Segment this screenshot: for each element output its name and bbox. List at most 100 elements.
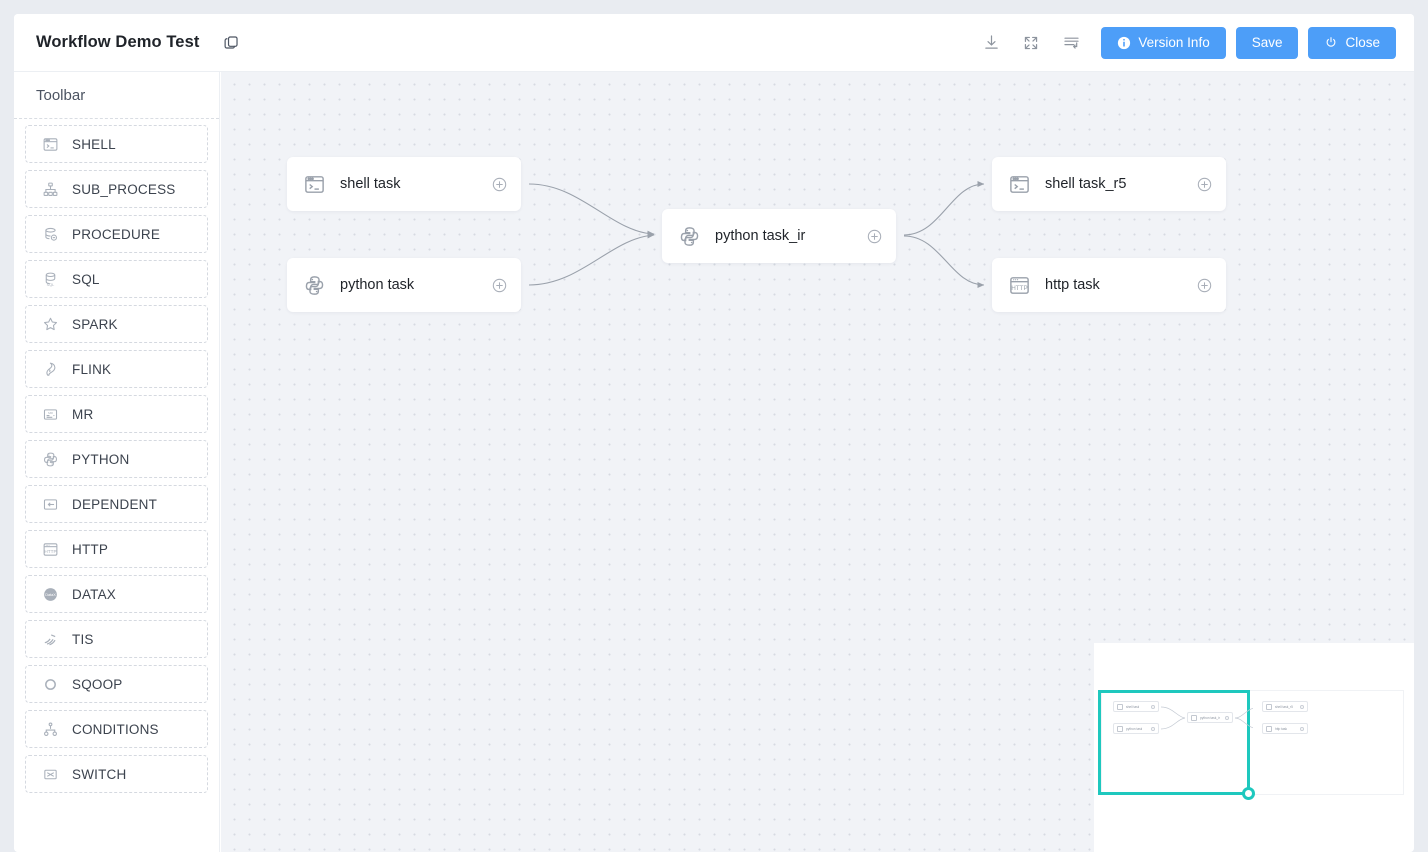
minimap-node: shell task [1113, 701, 1159, 712]
toolbar-item-label: SUB_PROCESS [72, 181, 176, 197]
toolbar-item-sqoop[interactable]: SQOOP [25, 665, 208, 703]
save-label: Save [1251, 35, 1283, 50]
toolbar-item-conditions[interactable]: CONDITIONS [25, 710, 208, 748]
minimap-resize-handle[interactable] [1242, 787, 1255, 800]
node-shell-task[interactable]: shell task [287, 157, 521, 211]
toolbar-item-flink[interactable]: FLINK [25, 350, 208, 388]
copy-icon[interactable] [221, 33, 241, 53]
toolbar-item-tis[interactable]: TIS [25, 620, 208, 658]
minimap-node-icon [1266, 703, 1272, 710]
node-label: shell task_r5 [1045, 176, 1127, 192]
minimap-node-port [1225, 715, 1229, 720]
version-info-button[interactable]: Version Info [1101, 26, 1226, 59]
minimap-node: python task [1113, 723, 1159, 734]
toolbar-item-sub_process[interactable]: SUB_PROCESS [25, 170, 208, 208]
minimap-node-icon [1191, 714, 1197, 721]
toolbar-item-label: PROCEDURE [72, 226, 161, 242]
fullscreen-icon[interactable] [1011, 26, 1051, 60]
header-bar: Workflow Demo Test [14, 14, 1414, 72]
plus-port-icon[interactable] [492, 177, 507, 192]
toolbar-item-procedure[interactable]: PROCEDURE [25, 215, 208, 253]
minimap-node-label: shell task_r5 [1275, 704, 1293, 709]
edge-python-task-ir-to-http-task [903, 235, 985, 289]
spark-icon [40, 314, 60, 334]
toolbar-item-label: SPARK [72, 316, 118, 332]
toolbar-item-label: SQOOP [72, 676, 123, 692]
toolbar-item-spark[interactable]: SPARK [25, 305, 208, 343]
python-icon [301, 272, 327, 298]
toolbar-item-label: DATAX [72, 586, 117, 602]
svg-text:SQL: SQL [46, 282, 54, 286]
minimap-node-port [1300, 726, 1304, 731]
node-label: shell task [340, 176, 401, 192]
toolbar-item-dependent[interactable]: DEPENDENT [25, 485, 208, 523]
edge-python-task-ir-to-shell-task-r5 [903, 180, 985, 236]
header-actions: Version Info Save Close [971, 26, 1396, 60]
node-shell-task-r5[interactable]: shell task_r5 [992, 157, 1226, 211]
shell-icon [40, 134, 60, 154]
toolbar-item-label: CONDITIONS [72, 721, 159, 737]
shell-icon [1006, 171, 1032, 197]
toolbar-divider [14, 118, 219, 119]
plus-port-icon[interactable] [1197, 177, 1212, 192]
minimap-node-icon [1117, 725, 1123, 732]
procedure-icon [40, 224, 60, 244]
minimap-node: python task_ir [1187, 712, 1233, 723]
format-icon[interactable] [1051, 26, 1091, 60]
toolbar-item-label: PYTHON [72, 451, 130, 467]
save-button[interactable]: Save [1235, 26, 1299, 59]
svg-text:MR: MR [48, 410, 54, 414]
toolbar-item-label: SHELL [72, 136, 116, 152]
plus-port-icon[interactable] [867, 229, 882, 244]
toolbar-item-shell[interactable]: SHELL [25, 125, 208, 163]
toolbar-item-python[interactable]: PYTHON [25, 440, 208, 478]
node-http-task[interactable]: HTTP http task [992, 258, 1226, 312]
toolbar-item-label: MR [72, 406, 94, 422]
sql-icon: SQL [40, 269, 60, 289]
minimap-node-label: python task [1126, 726, 1143, 731]
minimap-node-label: shell task [1126, 704, 1140, 709]
minimap-viewport[interactable]: shell task python task python task_ir shell… [1098, 690, 1308, 800]
dependent-icon [40, 494, 60, 514]
toolbar-heading: Toolbar [36, 86, 86, 104]
close-button[interactable]: Close [1308, 26, 1396, 59]
plus-port-icon[interactable] [1197, 278, 1212, 293]
toolbar-item-label: TIS [72, 631, 94, 647]
svg-text:HTTP: HTTP [1011, 285, 1027, 292]
minimap-node-label: python task_ir [1200, 715, 1220, 720]
toolbar-item-mr[interactable]: MR MR [25, 395, 208, 433]
node-python-task-ir[interactable]: python task_ir [662, 209, 896, 263]
python-icon [676, 223, 702, 249]
info-icon [1117, 36, 1131, 50]
switch-icon [40, 764, 60, 784]
toolbar-item-label: DEPENDENT [72, 496, 158, 512]
toolbar-item-label: SWITCH [72, 766, 127, 782]
minimap-node: http task [1262, 723, 1308, 734]
shell-icon [301, 171, 327, 197]
workflow-editor: Workflow Demo Test [14, 14, 1414, 852]
toolbar-item-switch[interactable]: SWITCH [25, 755, 208, 793]
node-label: python task [340, 277, 415, 293]
download-icon[interactable] [971, 26, 1011, 60]
minimap[interactable]: shell task python task python task_ir shell… [1094, 643, 1414, 852]
toolbar-item-label: HTTP [72, 541, 109, 557]
power-icon [1324, 36, 1338, 50]
sub-process-icon [40, 179, 60, 199]
node-label: http task [1045, 277, 1100, 293]
minimap-node-port [1300, 704, 1304, 709]
sqoop-icon [40, 674, 60, 694]
node-python-task[interactable]: python task [287, 258, 521, 312]
minimap-node-label: http task [1275, 726, 1288, 731]
plus-port-icon[interactable] [492, 278, 507, 293]
python-icon [40, 449, 60, 469]
tis-icon [40, 629, 60, 649]
toolbar-item-label: FLINK [72, 361, 112, 377]
mr-icon: MR [40, 404, 60, 424]
minimap-node-icon [1117, 703, 1123, 710]
edge-shell-task-to-python-task-ir [528, 183, 655, 237]
